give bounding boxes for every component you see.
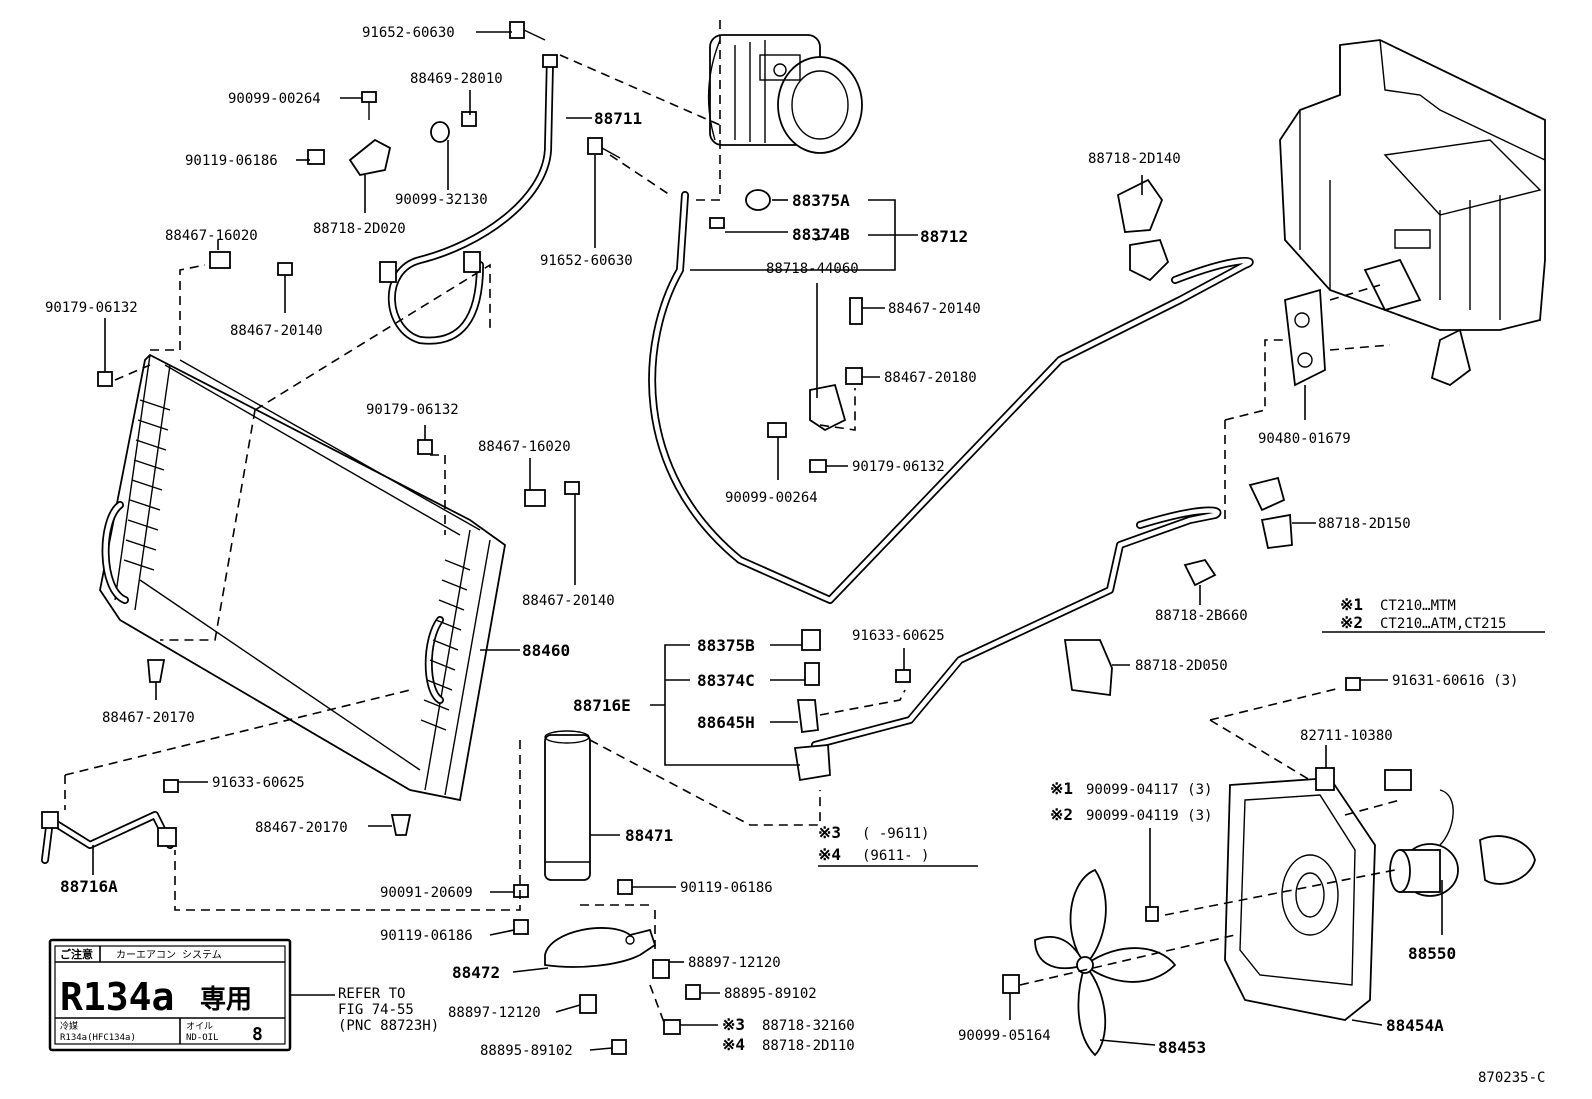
- part-label: 88897-12120: [688, 955, 781, 971]
- part-label: 88718-2D140: [1088, 151, 1181, 167]
- part-label: 88471: [625, 826, 673, 845]
- part-label: 88374B: [792, 225, 850, 244]
- oil-value: ND-OIL: [186, 1033, 219, 1043]
- note-text: 90099-04119 (3): [1086, 808, 1212, 824]
- refer-line: FIG 74-55: [338, 1002, 414, 1018]
- refrigerant-pipes: [41, 56, 1254, 864]
- part-label: 88718-2B660: [1155, 608, 1248, 624]
- part-label: 88711: [594, 109, 642, 128]
- caution-label: ご注意 カーエアコン システム R134a 専用 冷媒 R134a(HFC134…: [48, 938, 292, 1052]
- part-label: 90119-06186: [185, 153, 278, 169]
- note-text: (9611- ): [862, 848, 929, 864]
- note-marker: ※3: [722, 1015, 745, 1034]
- fan-shroud: [1224, 777, 1376, 1021]
- part-label: 88718-32160: [762, 1018, 855, 1034]
- note-text: 90099-04117 (3): [1086, 782, 1212, 798]
- part-label: 91652-60630: [362, 25, 455, 41]
- leader-lines: [92, 31, 1443, 1051]
- note-marker: ※1: [1050, 779, 1073, 798]
- part-label: 88467-20140: [888, 301, 981, 317]
- part-label: 88718-2D050: [1135, 658, 1228, 674]
- part-label: 88712: [920, 227, 968, 246]
- part-label: 90179-06132: [366, 402, 459, 418]
- refer-note: REFER TO FIG 74-55 (PNC 88723H): [338, 986, 439, 1034]
- part-label: 88469-28010: [410, 71, 503, 87]
- part-label: 90091-20609: [380, 885, 473, 901]
- part-label: 91631-60616 (3): [1392, 673, 1518, 689]
- part-label: 88375A: [792, 191, 850, 210]
- receiver-dryer: [544, 730, 591, 881]
- part-label: 90119-06186: [380, 928, 473, 944]
- part-label: 88716E: [573, 696, 631, 715]
- note-text: ( -9611): [862, 826, 929, 842]
- small-parts: [41, 21, 1361, 1055]
- note-marker: ※1: [1340, 595, 1363, 614]
- part-label: 88897-12120: [448, 1005, 541, 1021]
- note-text: CT210…ATM,CT215: [1380, 616, 1506, 632]
- condenser: [99, 353, 506, 802]
- caution-system: カーエアコン システム: [116, 949, 222, 961]
- part-label: 90179-06132: [852, 459, 945, 475]
- part-label: 88454A: [1386, 1016, 1444, 1035]
- part-label: 88645H: [697, 713, 755, 732]
- part-label: 88460: [522, 641, 570, 660]
- part-labels: 91652-60630 88711 90099-00264 88469-2801…: [45, 25, 1545, 1086]
- part-label: 88895-89102: [724, 986, 817, 1002]
- part-label: 88718-2D020: [313, 221, 406, 237]
- part-label: 90119-06186: [680, 880, 773, 896]
- part-label: 90099-32130: [395, 192, 488, 208]
- part-label: 91652-60630: [540, 253, 633, 269]
- part-label: 90179-06132: [45, 300, 138, 316]
- part-label: 88718-44060: [766, 261, 859, 277]
- part-label: 88467-16020: [165, 228, 258, 244]
- part-label: 88467-16020: [478, 439, 571, 455]
- refrigerant-label: 冷媒: [60, 1020, 78, 1032]
- evaporator-unit: [1279, 39, 1546, 387]
- part-label: 88467-20140: [230, 323, 323, 339]
- refer-line: REFER TO: [338, 986, 405, 1002]
- part-label: 88467-20180: [884, 370, 977, 386]
- part-label: 88716A: [60, 877, 118, 896]
- dryer-bracket: [544, 927, 657, 968]
- fan-blades: [1034, 868, 1177, 1057]
- note-marker: ※2: [1050, 805, 1073, 824]
- part-label: 88472: [452, 963, 500, 982]
- part-label: 88467-20170: [102, 710, 195, 726]
- part-label: 88375B: [697, 636, 755, 655]
- part-label: 88895-89102: [480, 1043, 573, 1059]
- part-label: 91633-60625: [212, 775, 305, 791]
- caution-r134a: R134a: [60, 975, 174, 1019]
- part-label: 90099-00264: [725, 490, 818, 506]
- condenser-fins: [123, 399, 471, 731]
- part-label: 88453: [1158, 1038, 1206, 1057]
- note-text: CT210…MTM: [1380, 598, 1456, 614]
- caution-kanji: 専用: [200, 985, 252, 1015]
- note-marker: ※4: [818, 845, 841, 864]
- dashed-leaders: [64, 20, 1401, 1026]
- part-label: 88550: [1408, 944, 1456, 963]
- part-label: 88467-20170: [255, 820, 348, 836]
- part-label: 88718-2D150: [1318, 516, 1411, 532]
- note-marker: ※4: [722, 1035, 745, 1054]
- part-label: 88718-2D110: [762, 1038, 855, 1054]
- fan-motor: [1384, 769, 1536, 897]
- part-label: 90099-05164: [958, 1028, 1051, 1044]
- part-label: 91633-60625: [852, 628, 945, 644]
- refer-line: (PNC 88723H): [338, 1018, 439, 1034]
- caution-header: ご注意: [60, 947, 93, 961]
- part-label: 88467-20140: [522, 593, 615, 609]
- part-label: 90480-01679: [1258, 431, 1351, 447]
- part-label: 88374C: [697, 671, 755, 690]
- oil-number: 8: [252, 1024, 263, 1045]
- diagram-code: 870235-C: [1478, 1070, 1545, 1086]
- applicability-notes: ※1 CT210…MTM ※2 CT210…ATM,CT215 ※3 ( -96…: [722, 595, 1545, 1054]
- oil-label: オイル: [186, 1021, 213, 1032]
- refrigerant-value: R134a(HFC134a): [60, 1033, 136, 1043]
- part-label: 90099-00264: [228, 91, 321, 107]
- note-marker: ※2: [1340, 613, 1363, 632]
- note-marker: ※3: [818, 823, 841, 842]
- compressor: [707, 34, 863, 154]
- part-label: 82711-10380: [1300, 728, 1393, 744]
